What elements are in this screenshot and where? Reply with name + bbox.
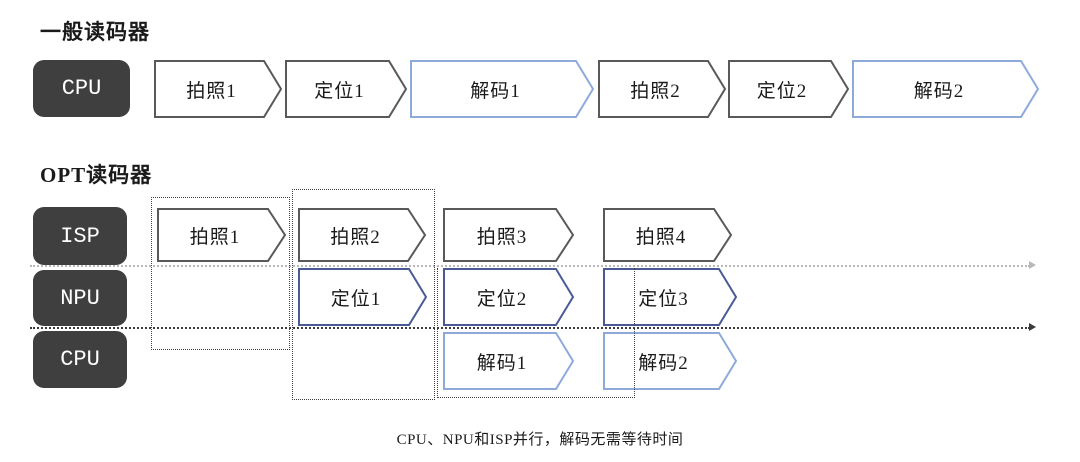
stage-general-locate1: 定位1 [285,60,408,118]
stage-label: 定位2 [756,80,808,102]
stage-isp-photo3: 拍照3 [443,208,575,262]
timeline-arrowhead-icon [1029,323,1036,331]
stage-label: 拍照1 [186,80,237,102]
timeline-line [30,327,1030,329]
stage-isp-photo4: 拍照4 [603,208,733,262]
stage-general-photo2: 拍照2 [598,60,727,118]
stage-arrow-shape [603,208,733,262]
stage-arrow-shape [410,60,595,118]
stage-label: 定位2 [476,288,528,310]
lane-badge-opt-cpu: CPU [33,331,127,388]
stage-cpu-decode1: 解码1 [443,332,575,390]
stage-arrow-shape [285,60,408,118]
stage-general-photo1: 拍照1 [154,60,283,118]
stage-label: 解码2 [638,352,689,374]
stage-label: 拍照2 [330,226,381,248]
section-title-opt-reader: OPT读码器 [40,163,153,187]
timeline-arrowhead-icon [1029,261,1036,269]
section-title-general-reader: 一般读码器 [40,20,150,44]
timeline-line [30,265,1030,267]
lane-badge-npu: NPU [33,270,127,326]
stage-arrow-shape [603,268,738,326]
stage-label: 拍照1 [189,226,241,248]
stage-general-decode1: 解码1 [410,60,595,118]
stage-arrow-shape [443,268,575,326]
stage-label: 拍照2 [630,80,681,102]
lane-badge-label: CPU [61,76,102,101]
stage-arrow-shape [154,60,283,118]
stage-arrow-shape [443,208,575,262]
stage-label: 拍照4 [635,226,687,248]
lane-badge-isp: ISP [33,207,127,265]
stage-arrow-shape [298,268,428,326]
caption-note: CPU、NPU和ISP并行，解码无需等待时间 [396,432,684,448]
lane-badge-cpu: CPU [33,60,130,117]
stage-label: 拍照3 [476,226,528,248]
stage-label: 定位3 [638,288,689,310]
stage-arrow-shape [603,332,738,390]
stage-label: 解码1 [470,80,521,102]
stage-isp-photo2: 拍照2 [298,208,427,262]
stage-arrow-shape [298,208,427,262]
stage-arrow-shape [443,332,575,390]
stage-isp-photo1: 拍照1 [157,208,287,262]
pipeline-group-2 [292,189,435,400]
stage-npu-locate3: 定位3 [603,268,738,326]
lane-badge-label: ISP [60,223,100,249]
stage-arrow-shape [852,60,1040,118]
lane-badge-label: CPU [60,347,100,372]
stage-general-locate2: 定位2 [728,60,850,118]
stage-label: 解码2 [913,80,965,102]
stage-npu-locate2: 定位2 [443,268,575,326]
stage-general-decode2: 解码2 [852,60,1040,118]
stage-label: 解码1 [476,352,528,374]
pipeline-group-1 [151,197,290,350]
stage-label: 定位1 [330,288,382,310]
stage-label: 定位1 [314,80,365,102]
lane-badge-label: NPU [60,285,100,311]
pipeline-group-3 [437,268,635,398]
stage-arrow-shape [728,60,850,118]
stage-arrow-shape [157,208,287,262]
stage-npu-locate1: 定位1 [298,268,428,326]
stage-cpu-decode2: 解码2 [603,332,738,390]
stage-arrow-shape [598,60,727,118]
